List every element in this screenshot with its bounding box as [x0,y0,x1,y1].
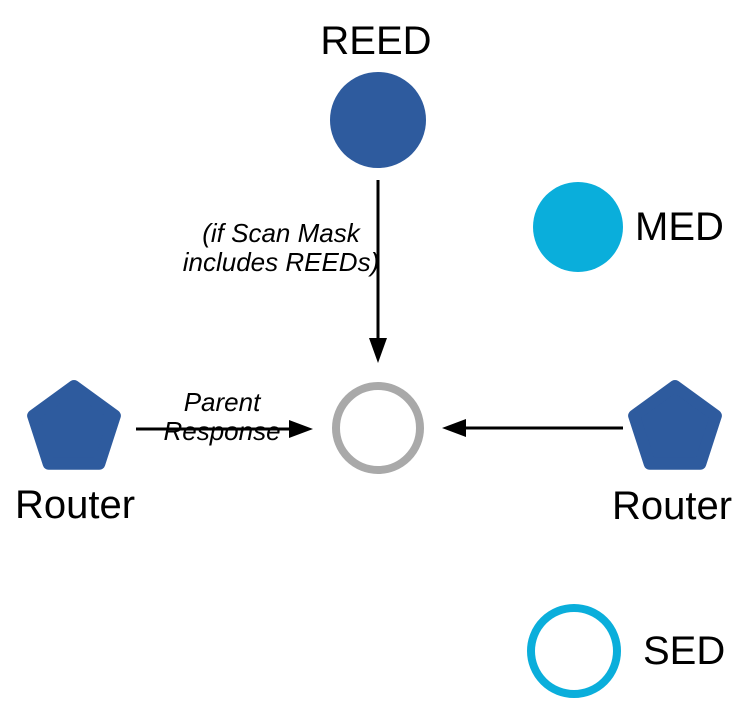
arrow-router-left-to-parent-head [289,420,313,438]
router-right-pentagon [628,380,722,470]
arrow-router-right-to-parent-head [442,419,466,437]
sed-label: SED [643,629,726,673]
parent-response-annotation: Parent Response [163,387,281,446]
sed-node-circle [527,604,621,698]
reed-node-circle [330,72,426,168]
arrow-reed-to-parent-head [369,338,387,363]
router-left-label: Router [14,483,136,527]
parent-node-circle [332,382,424,474]
router-left-pentagon [27,380,121,470]
med-node-circle [533,182,623,272]
reed-label: REED [320,19,432,63]
scan-mask-note: (if Scan Mask includes REEDs) [182,218,380,277]
med-label: MED [635,205,724,249]
router-right-label: Router [611,484,733,528]
